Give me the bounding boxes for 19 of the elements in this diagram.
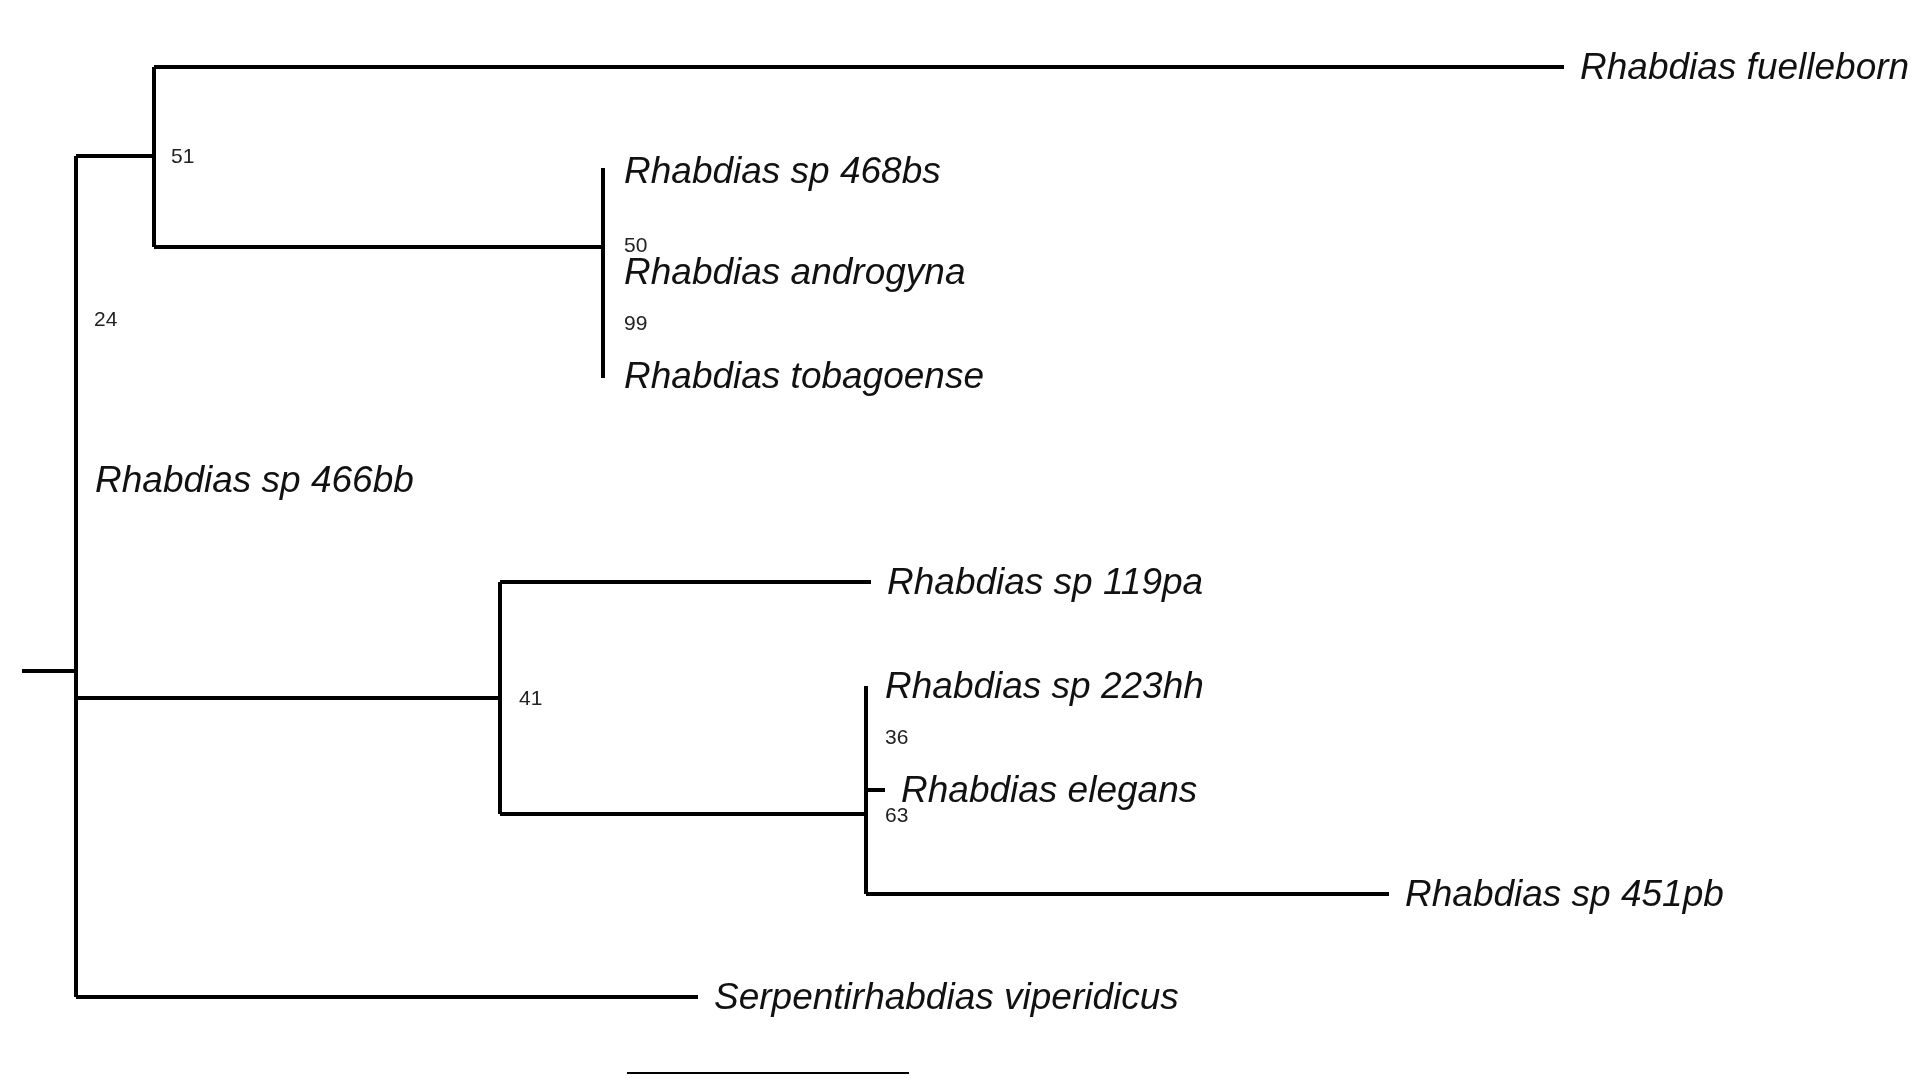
tree-branch — [866, 892, 1389, 896]
bootstrap-value: 51 — [171, 144, 195, 168]
bootstrap-value: 41 — [519, 686, 543, 710]
tree-branch — [500, 580, 871, 584]
tree-branch — [154, 65, 1564, 69]
tree-branch — [76, 995, 698, 999]
taxon-label: Rhabdias sp 451pb — [1405, 873, 1724, 915]
taxon-label: Rhabdias sp 466bb — [95, 459, 414, 501]
taxon-label: Rhabdias sp 223hh — [885, 665, 1204, 707]
taxon-label: Rhabdias sp 468bs — [624, 150, 941, 192]
taxon-label: Rhabdias tobagoense — [624, 355, 984, 397]
bootstrap-value: 36 — [885, 725, 909, 749]
taxon-label: Rhabdias sp 119pa — [887, 561, 1204, 603]
bootstrap-value: 24 — [94, 307, 118, 331]
bootstrap-value: 99 — [624, 311, 648, 335]
bootstrap-value: 63 — [885, 803, 909, 827]
taxon-label: Serpentirhabdias viperidicus — [714, 976, 1179, 1018]
taxon-label: Rhabdias fuelleborn — [1580, 46, 1910, 88]
tree-branch — [866, 788, 885, 792]
